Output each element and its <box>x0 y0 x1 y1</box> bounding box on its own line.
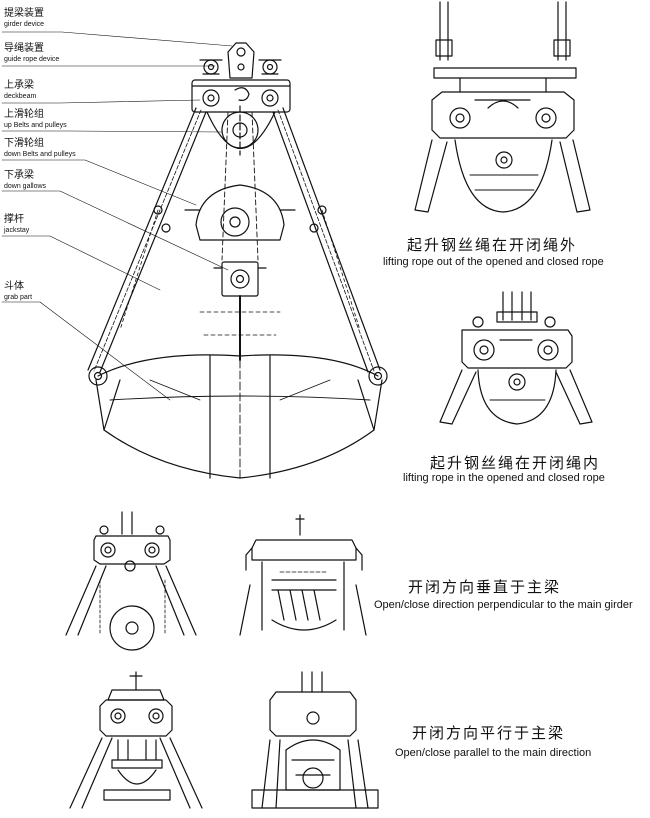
label-deckbeam-en: deckbeam <box>4 93 37 100</box>
caption-rope-inside-cn: 起升钢丝绳在开闭绳内 <box>430 454 601 472</box>
caption-rope-inside-en: lifting rope in the opened and closed ro… <box>403 472 605 484</box>
label-guide-rope-en: guide rope device <box>4 56 60 63</box>
label-jackstay-en: jackstay <box>4 227 30 234</box>
caption-rope-outside-en: lifting rope out of the opened and close… <box>383 256 604 268</box>
label-up-pulleys-cn: 上滑轮组 <box>4 109 44 120</box>
label-jackstay-cn: 撑杆 <box>4 214 24 225</box>
label-leader-lines <box>1 31 233 401</box>
detail-rope-inside <box>439 291 593 425</box>
caption-perpendicular-cn: 开闭方向垂直于主梁 <box>408 578 562 596</box>
detail-perp-left <box>65 511 197 651</box>
caption-rope-outside-cn: 起升钢丝绳在开闭绳外 <box>407 236 578 254</box>
label-down-pulleys-en: down Belts and pulleys <box>4 151 76 158</box>
caption-parallel-cn: 开闭方向平行于主梁 <box>412 724 566 742</box>
main-grab-drawing <box>87 42 388 481</box>
label-down-pulleys-cn: 下滑轮组 <box>4 138 44 149</box>
label-up-pulleys-en: up Belts and pulleys <box>4 122 67 129</box>
detail-rope-outside <box>414 1 591 213</box>
detail-perp-right <box>239 514 367 636</box>
label-girder-device-en: girder device <box>4 21 45 28</box>
detail-parallel-right <box>251 671 379 809</box>
caption-perpendicular-en: Open/close direction perpendicular to th… <box>374 599 633 611</box>
label-grab-part-en: grab part <box>4 294 33 301</box>
detail-parallel-left <box>69 671 203 809</box>
caption-parallel-en: Open/close parallel to the main directio… <box>395 747 592 759</box>
label-girder-device-cn: 提梁装置 <box>4 8 44 19</box>
label-guide-rope-cn: 导绳装置 <box>4 43 44 54</box>
label-down-gallows-en: down gallows <box>4 183 47 190</box>
label-grab-part-cn: 斗体 <box>4 281 24 292</box>
label-down-gallows-cn: 下承梁 <box>4 170 34 181</box>
label-deckbeam-cn: 上承梁 <box>4 80 34 91</box>
